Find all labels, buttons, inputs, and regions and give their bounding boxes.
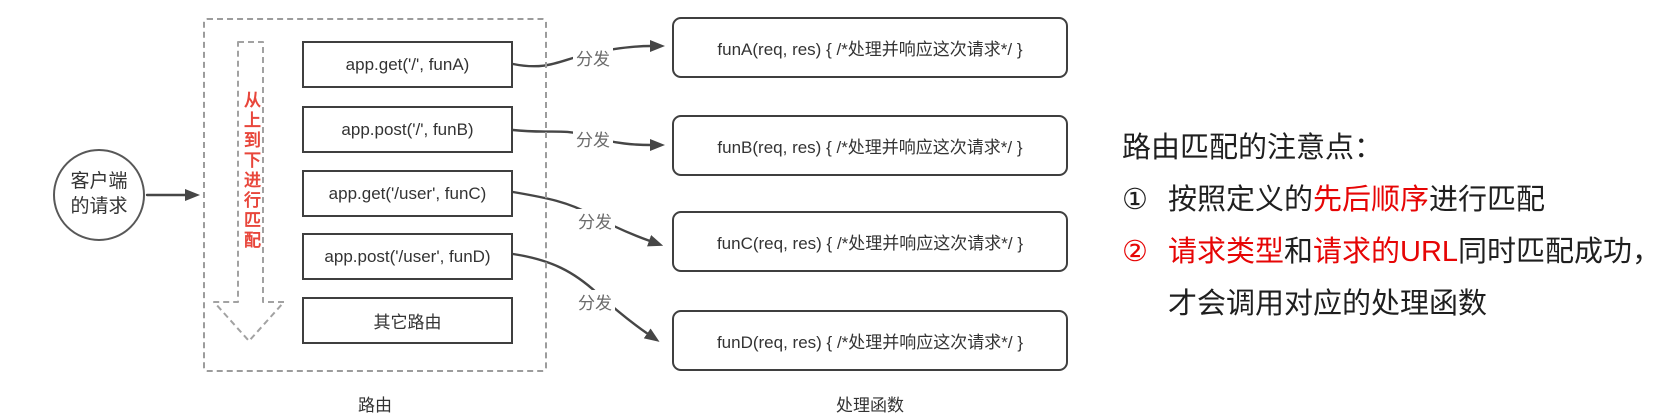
client-request-node: 客户端 的请求 (53, 149, 145, 241)
note-marker-1: ① (1122, 184, 1148, 216)
note-item-1: ① 按照定义的先后顺序进行匹配 (1122, 174, 1667, 226)
notes-title-row: 路由匹配的注意点： (1122, 122, 1667, 174)
handler-box-funD: funD(req, res) { /*处理并响应这次请求*/ } (672, 310, 1068, 371)
route-box-post-user: app.post('/user', funD) (302, 233, 513, 280)
dispatch-label-funB: 分发 (573, 127, 613, 150)
dispatch-label-funC: 分发 (575, 209, 615, 232)
note-text-3: 才会调用对应的处理函数 (1168, 288, 1488, 320)
route-box-post-root: app.post('/', funB) (302, 106, 513, 153)
router-container-box (203, 18, 547, 372)
handler-box-funB: funB(req, res) { /*处理并响应这次请求*/ } (672, 115, 1068, 176)
route-box-get-root: app.get('/', funA) (302, 41, 513, 88)
handlers-caption: 处理函数 (836, 396, 904, 415)
handler-box-funA: funA(req, res) { /*处理并响应这次请求*/ } (672, 17, 1068, 78)
note-text-2: 请求类型和请求的URL同时匹配成功， (1168, 236, 1662, 268)
notes-title: 路由匹配的注意点： (1122, 132, 1384, 164)
note-marker-2: ② (1122, 236, 1148, 268)
note-item-2-continuation: 才会调用对应的处理函数 (1122, 278, 1667, 330)
note-item-2: ② 请求类型和请求的URL同时匹配成功， (1122, 226, 1667, 278)
match-order-label: 从上到下进行匹配 (241, 91, 260, 251)
route-box-other: 其它路由 (302, 297, 513, 344)
note-marker-empty (1122, 278, 1168, 330)
dispatch-label-funA: 分发 (573, 46, 613, 69)
dispatch-label-funD: 分发 (575, 290, 615, 313)
route-matching-notes: 路由匹配的注意点： ① 按照定义的先后顺序进行匹配 ② 请求类型和请求的URL同… (1122, 122, 1667, 330)
handler-box-funC: funC(req, res) { /*处理并响应这次请求*/ } (672, 211, 1068, 272)
route-box-get-user: app.get('/user', funC) (302, 170, 513, 217)
note-text-1: 按照定义的先后顺序进行匹配 (1168, 184, 1546, 216)
routes-caption: 路由 (358, 396, 392, 415)
